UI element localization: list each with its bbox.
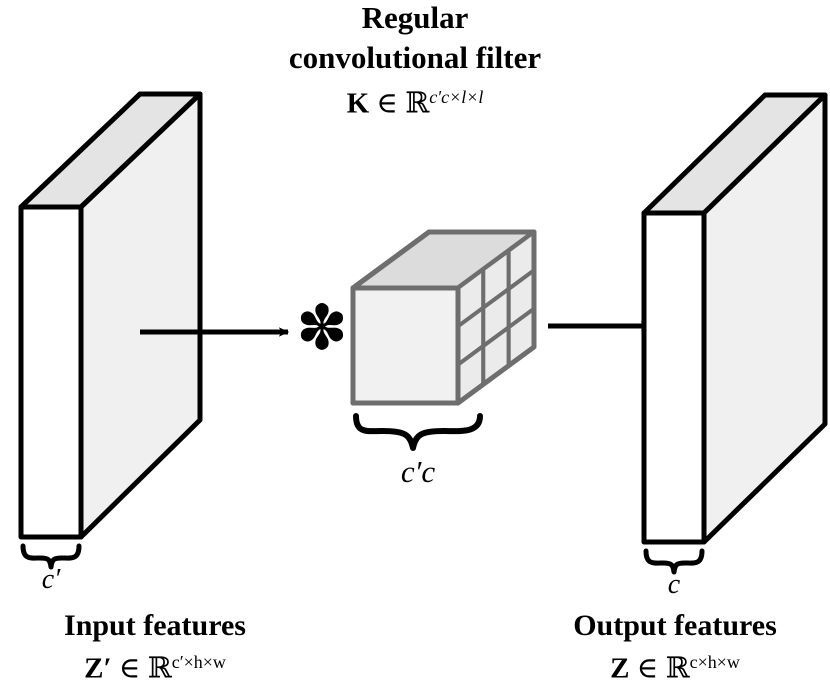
kernel-formula: K ∈ ℝc′c×l×l bbox=[0, 88, 830, 118]
kernel-relation-glyph: ∈ bbox=[376, 87, 398, 120]
title-line-1: Regular bbox=[361, 0, 469, 35]
title-line-2: convolutional filter bbox=[288, 40, 542, 75]
output-caption-title: Output features bbox=[573, 609, 777, 642]
input-set-symbol: ℝ bbox=[147, 650, 172, 685]
output-caption-formula: Z ∈ ℝc×h×w bbox=[520, 653, 830, 683]
kernel-exponent: c′c×l×l bbox=[429, 87, 483, 107]
input-caption-formula: Z′ ∈ ℝc′×h×w bbox=[0, 653, 310, 683]
convolution-operator-icon: ✽ bbox=[296, 291, 348, 364]
kernel-front-face bbox=[350, 285, 461, 406]
output-slab-front-face bbox=[641, 210, 707, 545]
input-exponent: c′×h×w bbox=[171, 652, 226, 672]
kernel-symbol: K bbox=[346, 87, 370, 120]
input-symbol: Z′ bbox=[84, 652, 112, 685]
input-thickness-brace bbox=[20, 543, 82, 570]
input-sp1 bbox=[112, 652, 119, 684]
output-set-symbol: ℝ bbox=[665, 650, 690, 685]
output-relation: ∈ bbox=[636, 652, 659, 685]
input-feature-slab bbox=[18, 91, 203, 540]
kernel-width-brace bbox=[353, 413, 483, 451]
input-thickness-label: c′ bbox=[41, 564, 61, 595]
output-thickness-label: c bbox=[667, 569, 681, 600]
input-sp2 bbox=[140, 652, 147, 684]
kernel-cube bbox=[350, 229, 537, 406]
output-thickness-brace bbox=[643, 548, 705, 575]
kernel-set-symbol: ℝ bbox=[405, 85, 430, 120]
kernel-exponent-cprime: c′ bbox=[429, 87, 442, 107]
output-feature-slab bbox=[641, 92, 828, 545]
output-exponent: c×h×w bbox=[689, 652, 740, 672]
kernel-exponent-rest: c×l×l bbox=[441, 87, 484, 107]
kernel-outline bbox=[350, 229, 537, 406]
kernel-width-label: c′c bbox=[400, 454, 436, 489]
output-symbol: Z bbox=[610, 652, 630, 685]
input-slab-front-face bbox=[18, 204, 84, 540]
input-caption-title: Input features bbox=[64, 609, 246, 642]
output-sp1 bbox=[630, 652, 637, 684]
input-relation: ∈ bbox=[118, 652, 141, 685]
